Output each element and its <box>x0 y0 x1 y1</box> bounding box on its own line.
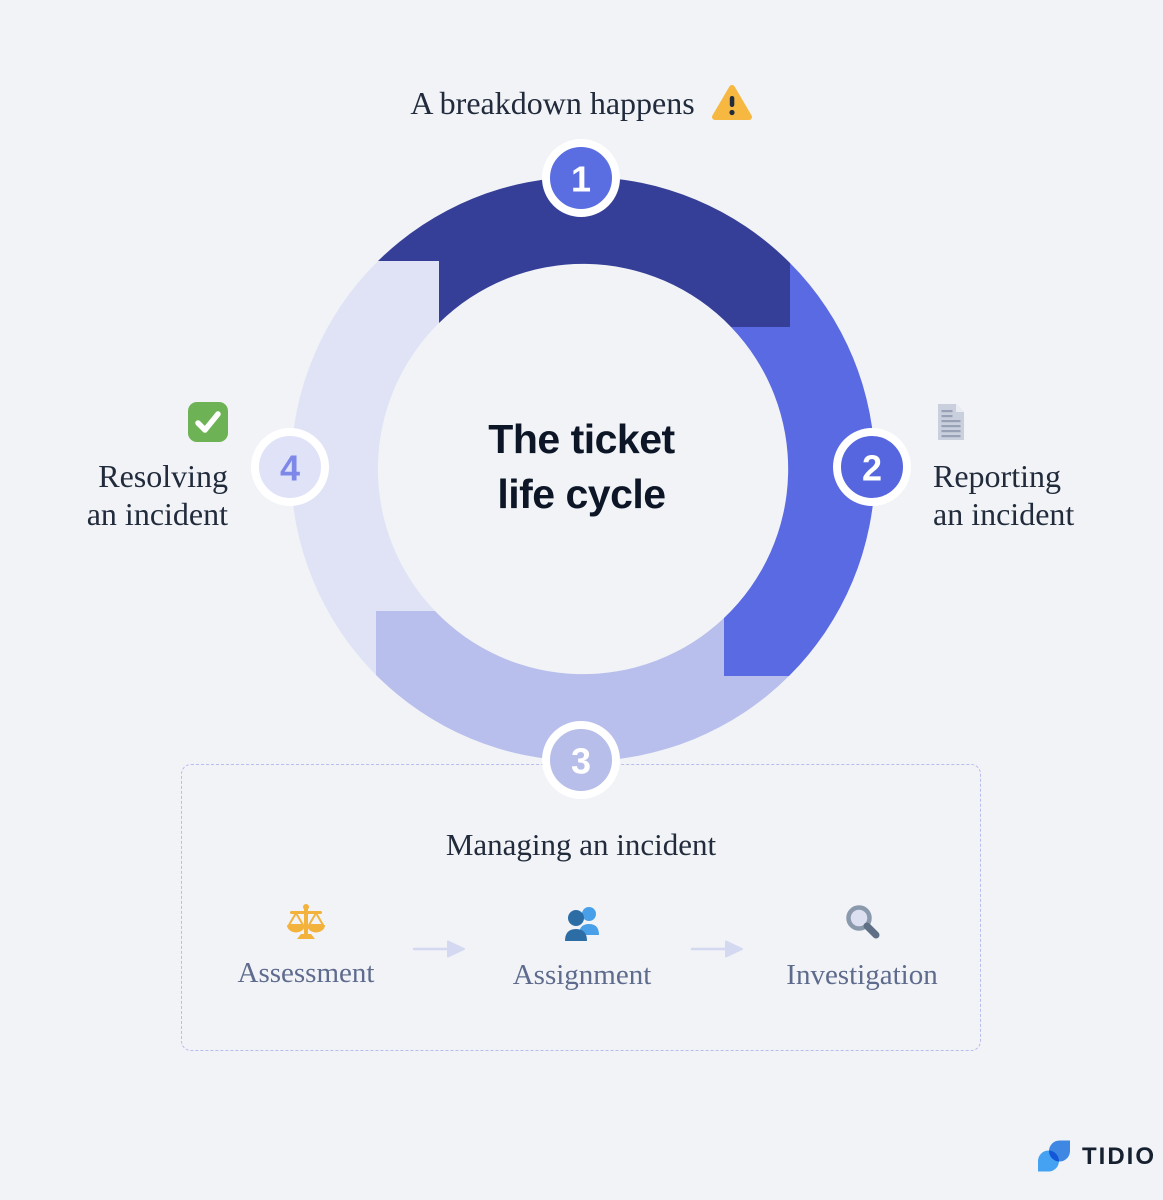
flow-item-label: Assignment <box>512 959 652 991</box>
warning-icon <box>711 85 752 120</box>
step-badge-1: 1 <box>542 139 620 217</box>
step1-label-row: A breakdown happens <box>0 80 1163 126</box>
cycle-title-line1: The ticket <box>488 416 675 462</box>
people-icon <box>565 907 599 941</box>
step1-label: A breakdown happens <box>410 84 695 121</box>
step4-label: Resolving an incident <box>86 458 228 532</box>
ring-segment-3 <box>376 611 789 762</box>
step2-label-group: Reporting an incident <box>933 402 1074 533</box>
cycle-title: The ticket life cycle <box>0 412 1163 522</box>
step2-label: Reporting an incident <box>933 458 1075 532</box>
magnifier-icon <box>846 905 880 939</box>
flow-item-label: Investigation <box>786 959 938 991</box>
flow-item-assessment: Assessment <box>196 903 416 990</box>
scales-icon <box>287 904 325 939</box>
badge-1-number: 1 <box>571 159 591 200</box>
tidio-logo-icon <box>1038 1140 1070 1172</box>
flow-item-assignment: Assignment <box>472 903 692 992</box>
check-icon <box>188 402 228 442</box>
flow-item-investigation: Investigation <box>752 903 972 992</box>
document-icon <box>938 404 964 440</box>
arrow-right-icon <box>412 940 465 958</box>
step3-title: Managing an incident <box>445 827 717 862</box>
ring-segment-1 <box>378 176 790 327</box>
step4-label-group: Resolving an incident <box>0 402 228 533</box>
brand-name: TIDIO <box>1082 1143 1156 1170</box>
arrow-right-icon <box>690 940 743 958</box>
brand-logo: TIDIO <box>1035 1138 1156 1176</box>
flow-item-label: Assessment <box>237 957 375 989</box>
cycle-title-line2: life cycle <box>497 471 666 517</box>
